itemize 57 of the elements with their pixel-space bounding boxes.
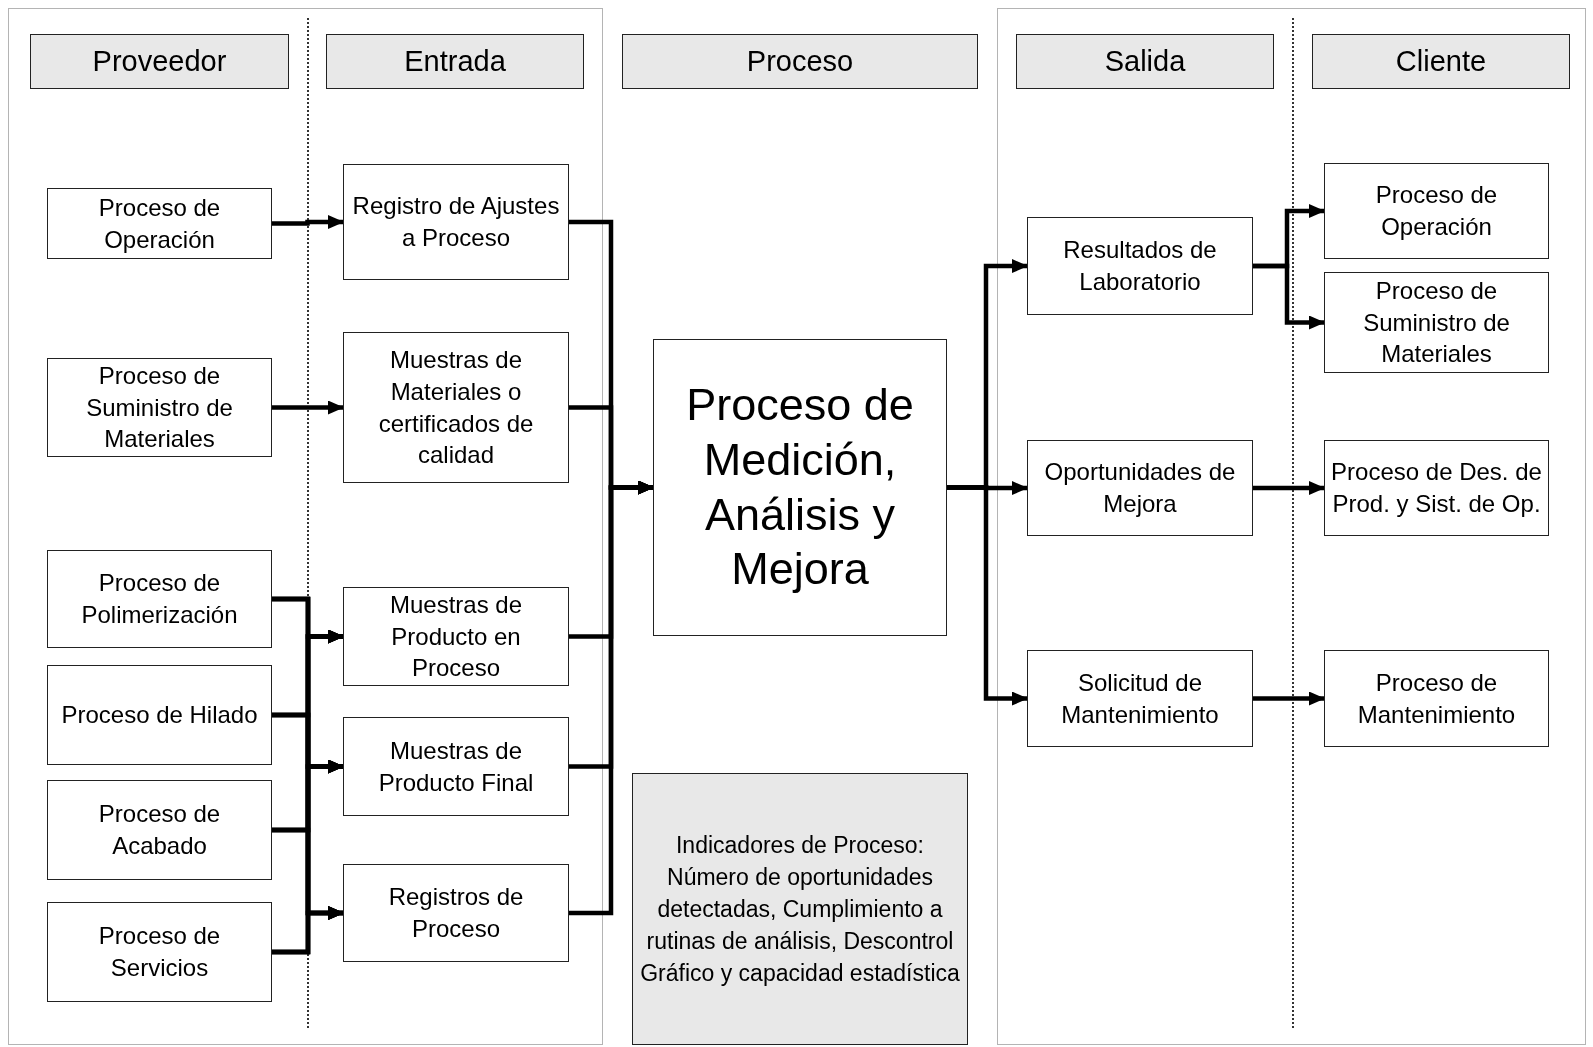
process-box <box>343 864 569 962</box>
process-box <box>47 902 272 1002</box>
process-box <box>1324 272 1549 373</box>
process-box <box>47 188 272 259</box>
process-box <box>47 665 272 765</box>
process-box <box>343 717 569 816</box>
box-text: Proceso de Acabado <box>97 799 222 861</box>
box-text: Cliente <box>1395 45 1487 78</box>
arrow <box>272 906 344 955</box>
process-box <box>1027 440 1253 536</box>
column-header <box>326 34 584 89</box>
process-box <box>343 164 569 280</box>
process-box <box>1324 163 1549 259</box>
arrow <box>947 485 1028 706</box>
box-text: Proceso de Suministro de Materiales <box>85 360 234 455</box>
column-header <box>1312 34 1570 89</box>
box-text: Indicadores de Proceso: Número de oportunidades detectadas, Cumplimiento a rutinas de análisis, Descontrol Gráfico y capacidad estadística <box>639 830 961 989</box>
arrow <box>1253 481 1325 495</box>
box-text: Proceso de Servicios <box>97 921 222 983</box>
arrow <box>272 215 344 229</box>
box-text: Proceso de Hilado <box>61 700 258 731</box>
box-text: Proceso de Des. de Prod. y Sist. de Op. <box>1331 457 1542 519</box>
column-header <box>1016 34 1274 89</box>
process-box <box>1324 650 1549 747</box>
process-box <box>1027 650 1253 747</box>
arrow <box>272 400 344 415</box>
indicator-note <box>632 773 968 1045</box>
main-process-box <box>653 339 947 636</box>
arrow <box>1253 691 1325 706</box>
process-box <box>47 780 272 880</box>
column-header <box>30 34 289 89</box>
box-text: Proceso de Operación <box>97 192 222 255</box>
box-text: Solicitud de Mantenimiento <box>1060 667 1220 730</box>
box-text: Proceso de Mantenimiento <box>1356 667 1517 730</box>
box-text: Muestras de Materiales o certificados de calidad <box>377 344 535 471</box>
box-text: Proceso <box>746 45 854 78</box>
box-text: Proceso de Medición, Análisis y Mejora <box>685 377 915 597</box>
box-text: Proceso de Suministro de Materiales <box>1362 275 1511 370</box>
box-text: Registro de Ajustes a Proceso <box>351 191 561 253</box>
box-text: Muestras de Producto Final <box>377 735 535 798</box>
box-text: Resultados de Laboratorio <box>1062 235 1218 297</box>
process-box <box>343 332 569 483</box>
process-box <box>1324 440 1549 536</box>
process-box <box>47 358 272 457</box>
box-text: Registros de Proceso <box>387 882 525 944</box>
arrow <box>1253 263 1325 330</box>
box-text: Proceso de Operación <box>1374 180 1499 242</box>
process-box <box>343 587 569 686</box>
process-box <box>47 550 272 648</box>
box-text: Salida <box>1104 45 1186 78</box>
box-text: Proveedor <box>92 45 227 78</box>
column-header <box>622 34 978 89</box>
box-text: Proceso de Polimerización <box>80 568 239 630</box>
box-text: Entrada <box>404 45 506 78</box>
box-text: Oportunidades de Mejora <box>1043 457 1237 519</box>
process-box <box>1027 217 1253 315</box>
box-text: Muestras de Producto en Proceso <box>388 589 524 684</box>
